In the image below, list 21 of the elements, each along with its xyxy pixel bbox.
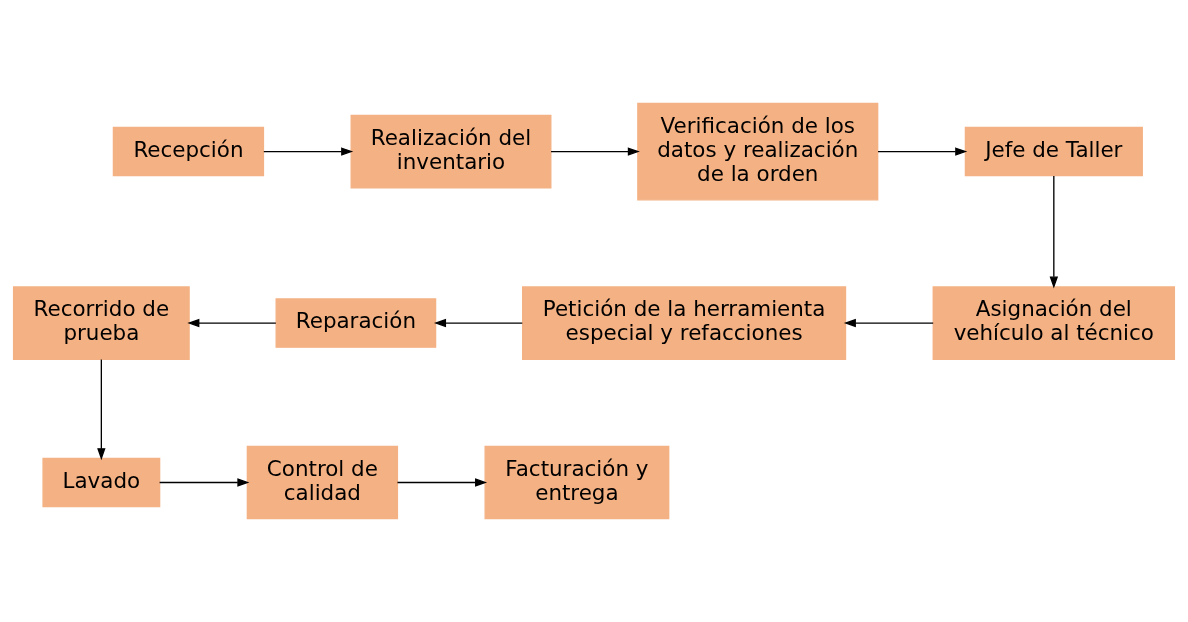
- arrow: [433, 318, 523, 328]
- arrow: [396, 478, 488, 487]
- node-box: Asignación del vehículo al técnico: [932, 286, 1176, 360]
- node-box: Verificación de los datos y realización de la orden: [637, 102, 879, 201]
- node-box: Facturación y entrega: [484, 445, 670, 520]
- arrow: [97, 358, 106, 461]
- arrow: [1049, 175, 1059, 289]
- arrow: [550, 147, 640, 156]
- arrow: [187, 318, 277, 328]
- node-box: Petición de la herramienta especial y refacciones: [522, 286, 847, 360]
- arrow: [877, 147, 968, 156]
- arrow: [263, 147, 354, 156]
- node-box: Lavado: [42, 457, 161, 508]
- node-box: Control de calidad: [246, 445, 399, 520]
- node-box: Recepción: [112, 126, 265, 177]
- node-box: Recorrido de prueba: [12, 286, 190, 360]
- arrow: [158, 478, 250, 487]
- node-box: Jefe de Taller: [964, 126, 1143, 177]
- node-box: Realización del inventario: [350, 114, 552, 189]
- node-box: Reparación: [275, 298, 437, 348]
- arrow: [843, 318, 934, 328]
